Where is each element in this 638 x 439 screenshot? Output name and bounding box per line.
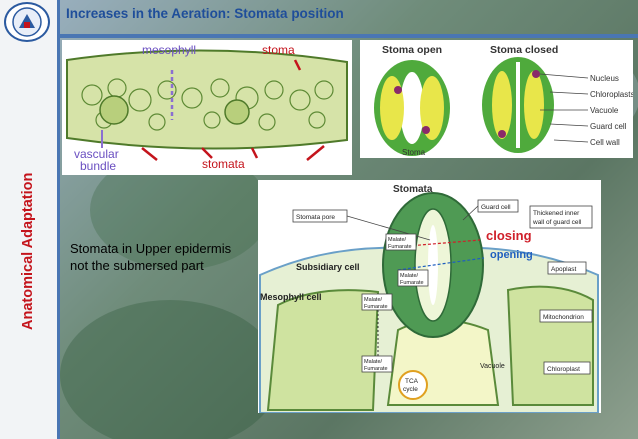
malate-1-line-2: Fumarate: [388, 244, 412, 250]
label-closing: closing: [486, 228, 532, 243]
guard-cells-panel: Stoma open Stoma closed Stoma Nucleus Ch…: [360, 40, 634, 158]
malate-2-line-2: Fumarate: [400, 280, 424, 286]
callout-vacuole: Vacuole: [590, 106, 619, 115]
label-thickened-1: Thickened inner: [533, 210, 580, 217]
label-thickened-2: wall of guard cell: [532, 219, 582, 226]
background-leaf: [60, 300, 280, 439]
label-chloroplast: Chloroplast: [547, 366, 580, 373]
diagram-title: Stomata: [393, 184, 433, 195]
malate-1-line-1: Malate/: [388, 237, 407, 243]
label-stoma: stoma: [262, 43, 295, 57]
slide-title: Increases in the Aeration: Stomata posit…: [66, 6, 344, 21]
label-apoplast: Apoplast: [551, 266, 576, 273]
callout-chloroplasts: Chloroplasts: [590, 90, 633, 99]
stoma-closed-label: Stoma closed: [490, 44, 558, 56]
label-stomata: stomata: [202, 157, 245, 171]
stomata-mechanism-panel: Stomata Stomata pore Guard cell Thickene…: [258, 180, 601, 414]
label-opening: opening: [490, 249, 533, 261]
side-title: Anatomical Adaptation: [20, 172, 36, 330]
label-vacuole: Vacuole: [480, 363, 505, 370]
body-line-1: Stomata in Upper epidermis: [70, 241, 232, 256]
callout-nucleus: Nucleus: [590, 74, 619, 83]
label-mesophyll-cell: Mesophyll cell: [260, 292, 322, 302]
label-vascular: vascular: [74, 147, 119, 161]
tca-line-2: cycle: [403, 386, 418, 393]
malate-2-line-1: Malate/: [400, 273, 419, 279]
body-line-2: not the submersed part: [70, 258, 204, 273]
stoma-open-label: Stoma open: [382, 44, 442, 56]
malate-3-line-2: Fumarate: [364, 304, 388, 310]
label-bundle: bundle: [80, 159, 116, 173]
malate-4-line-2: Fumarate: [364, 366, 388, 372]
title-underline: [60, 34, 638, 38]
label-mesophyll: mesophyll: [142, 43, 196, 57]
malate-4-line-1: Malate/: [364, 359, 383, 365]
label-mitochondrion: Mitochondrion: [543, 314, 584, 321]
leaf-cross-section-panel: mesophyll stoma vascular bundle stomata: [62, 40, 352, 175]
tca-line-1: TCA: [405, 378, 419, 385]
malate-3-line-1: Malate/: [364, 297, 383, 303]
label-subsidiary-cell: Subsidiary cell: [296, 262, 360, 272]
callout-cell-wall: Cell wall: [590, 138, 620, 147]
university-logo: [4, 2, 50, 42]
label-guard-cell: Guard cell: [481, 204, 511, 211]
left-sidebar: Anatomical Adaptation: [0, 0, 60, 439]
stoma-label: Stoma: [402, 148, 426, 157]
body-text: Stomata in Upper epidermis not the subme…: [70, 240, 231, 274]
callout-guard-cell: Guard cell: [590, 122, 627, 131]
label-stomata-pore: Stomata pore: [296, 214, 335, 221]
